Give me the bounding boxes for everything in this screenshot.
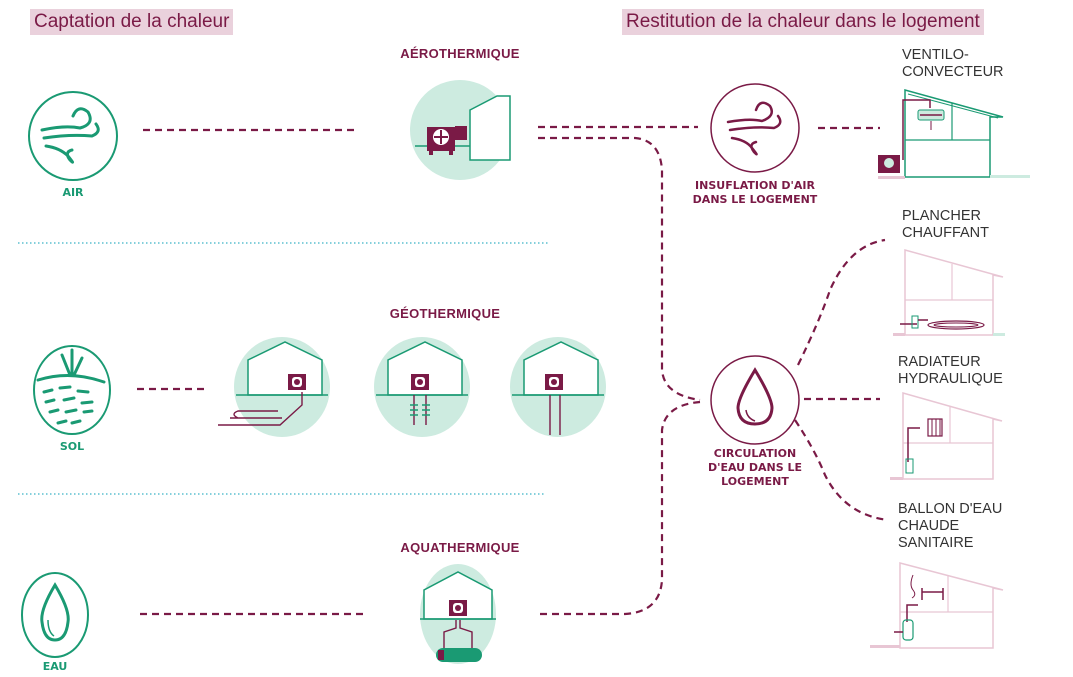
tech-label-aquathermique: AQUATHERMIQUE <box>400 540 520 555</box>
ventilo-convecteur-house <box>878 89 1030 179</box>
header-restitution: Restitution de la chaleur dans le logeme… <box>622 9 984 35</box>
source-water-icon <box>21 572 89 658</box>
plancher-chauffant-house <box>893 249 1005 336</box>
output-label-plancher: PLANCHER CHAUFFANT <box>902 208 989 242</box>
source-label-eau: EAU <box>42 660 68 673</box>
tech-label-geothermique: GÉOTHERMIQUE <box>389 306 501 321</box>
label-line: RADIATEUR <box>898 354 981 370</box>
output-label-radiateur: RADIATEUR HYDRAULIQUE <box>898 354 1003 388</box>
label-line: CHAUDE <box>898 518 960 534</box>
distribution-label-eau: CIRCULATION D'EAU DANS LE LOGEMENT <box>695 447 815 489</box>
label-line: CIRCULATION <box>713 447 797 460</box>
label-line: INSUFLATION D'AIR <box>695 179 815 192</box>
output-label-ballon: BALLON D'EAU CHAUDE SANITAIRE <box>898 501 1002 552</box>
header-captation: Captation de la chaleur <box>30 9 234 35</box>
aerothermique-illustration <box>410 80 511 180</box>
aquathermique-illustration <box>420 564 496 664</box>
source-soil-icon <box>33 345 111 435</box>
distribution-label-air: INSUFLATION D'AIR DANS LE LOGEMENT <box>685 179 825 207</box>
label-line: D'EAU DANS LE <box>707 461 803 474</box>
connector-plancher <box>797 238 886 366</box>
tech-label-aerothermique: AÉROTHERMIQUE <box>400 46 520 61</box>
label-line: DANS LE LOGEMENT <box>692 193 818 206</box>
geothermique-coil-illustration <box>374 337 470 437</box>
output-label-ventilo: VENTILO- CONVECTEUR <box>902 47 1004 81</box>
label-line: SANITAIRE <box>898 535 974 551</box>
label-line: CHAUFFANT <box>902 225 989 241</box>
source-label-sol: SOL <box>59 440 85 453</box>
radiateur-hydraulique-house <box>890 392 1003 480</box>
geothermique-vertical-illustration <box>510 337 606 437</box>
geothermique-horizontal-illustration <box>218 337 330 437</box>
connector-aero-water <box>538 136 701 402</box>
source-air-icon <box>28 91 118 181</box>
label-line: HYDRAULIQUE <box>898 371 1003 387</box>
label-line: CONVECTEUR <box>902 64 1004 80</box>
connector-ballon <box>794 419 889 522</box>
ballon-eau-chaude-house <box>870 562 1004 649</box>
circulation-eau-icon <box>710 355 800 445</box>
label-line: BALLON D'EAU <box>898 501 1003 517</box>
insufflation-air-icon <box>710 83 800 173</box>
label-line: VENTILO- <box>902 47 969 63</box>
connector-aqua-water <box>540 400 701 616</box>
source-label-air: AIR <box>62 186 84 199</box>
flow-connectors <box>137 125 889 616</box>
label-line: PLANCHER <box>902 208 981 224</box>
label-line: LOGEMENT <box>721 475 789 488</box>
